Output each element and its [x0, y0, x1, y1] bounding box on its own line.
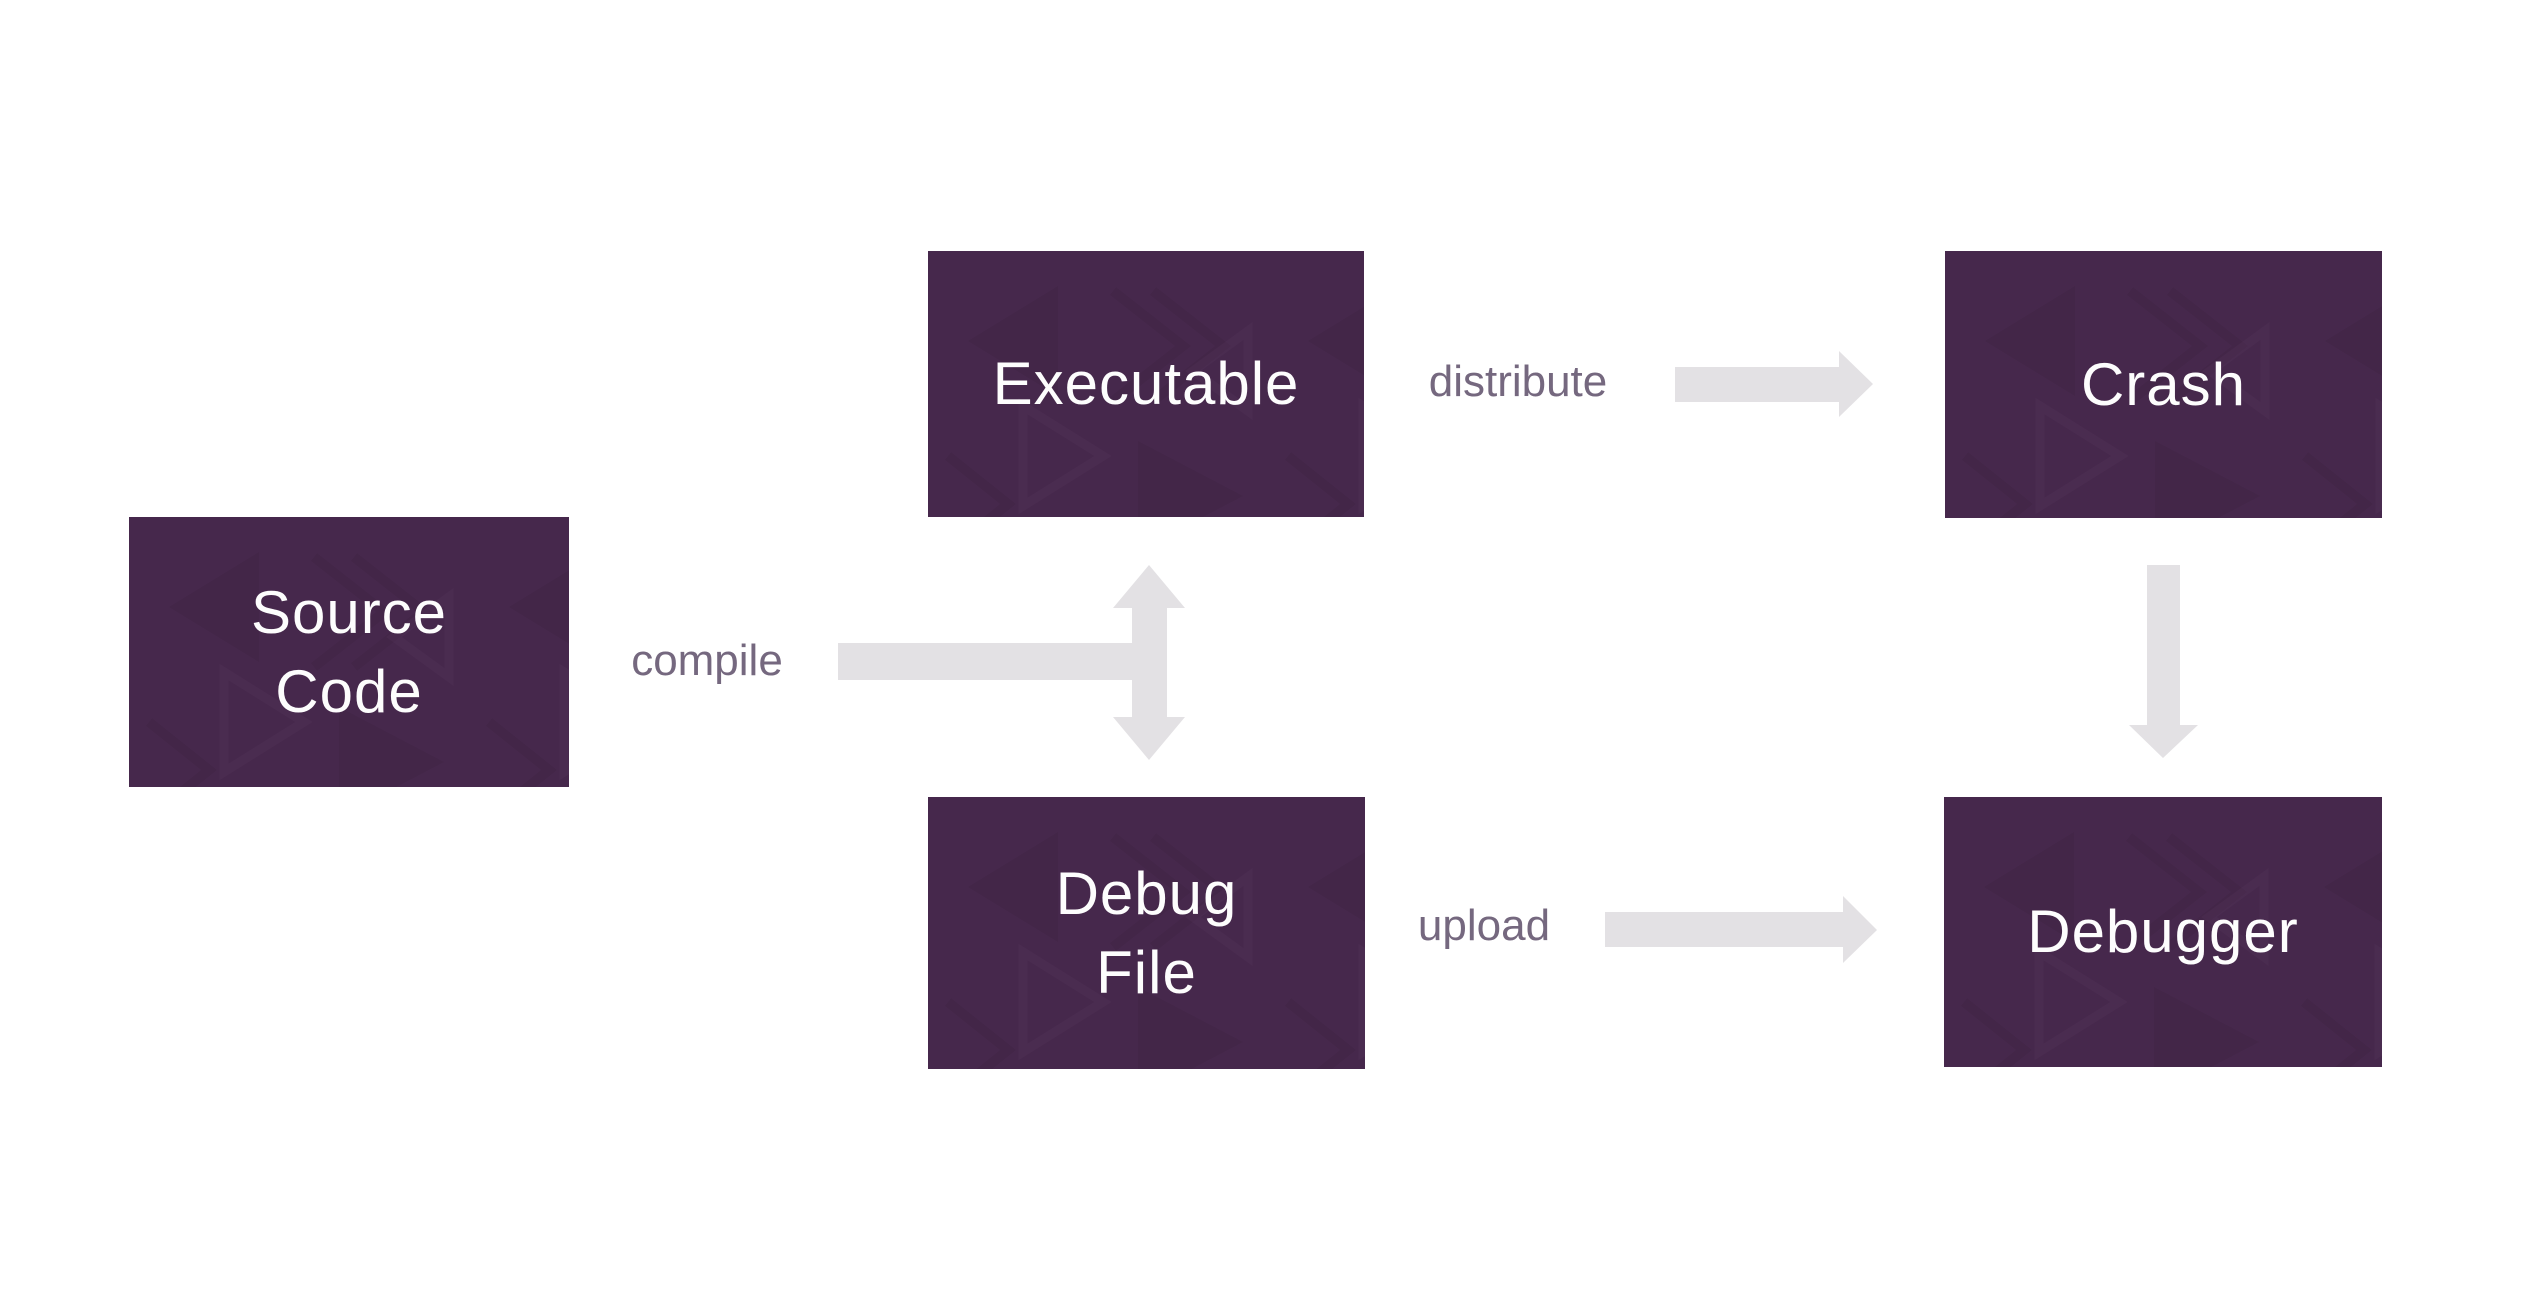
edge-label-upload: upload — [1417, 901, 1551, 950]
edge-label-distribute: distribute — [1428, 357, 1608, 406]
node-debug-file: Debug File — [928, 797, 1365, 1069]
compile-arrow — [838, 565, 1185, 760]
node-debug-file-label: Debug File — [1055, 859, 1238, 1006]
node-debugger-label: Debugger — [2027, 898, 2299, 966]
node-crash: Crash — [1945, 251, 2382, 518]
node-source-code-label: Source Code — [250, 578, 448, 725]
distribute-arrow — [1675, 351, 1873, 417]
node-source-code: Source Code — [129, 517, 569, 787]
node-debugger: Debugger — [1944, 797, 2382, 1067]
node-crash-label: Crash — [2080, 350, 2247, 418]
node-executable: Executable — [928, 251, 1364, 517]
crash-to-debugger-arrow — [2129, 565, 2198, 758]
edge-label-compile: compile — [631, 636, 783, 685]
upload-arrow — [1605, 896, 1877, 963]
node-executable-label: Executable — [992, 350, 1300, 418]
